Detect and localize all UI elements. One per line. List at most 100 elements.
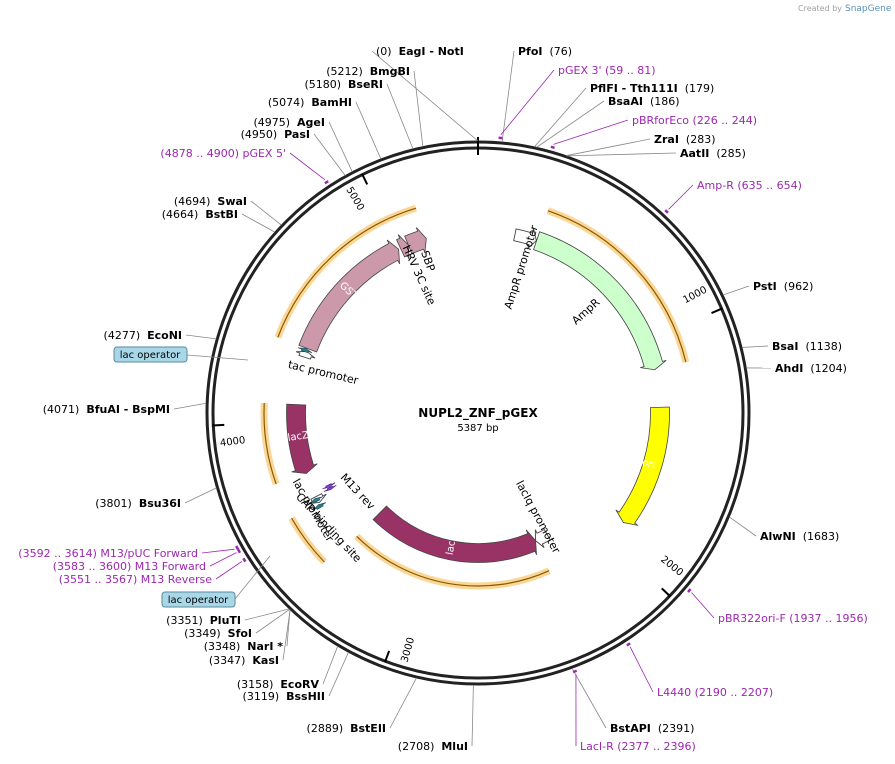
enzyme-leader	[313, 133, 346, 176]
promoter-laciq-promoter[interactable]	[534, 528, 551, 548]
enzyme-gap	[543, 45, 550, 58]
enzyme-bsshii[interactable]: (3119) BssHII	[243, 690, 325, 703]
primer-pgex3[interactable]: pGEX 3' (59 .. 81)	[558, 64, 656, 77]
enzyme-gap	[273, 678, 280, 691]
enzyme-gap	[651, 722, 658, 735]
highlight-arc-line	[547, 210, 687, 363]
enzyme-ecorv[interactable]: (3158) EcoRV	[237, 678, 320, 691]
enzyme-position: (4694)	[174, 195, 211, 208]
operator-block[interactable]	[312, 502, 327, 511]
enzyme-name: PasI	[284, 128, 310, 141]
enzyme-swai[interactable]: (4694) SwaI	[174, 195, 247, 208]
lac-operator-label-bottom: lac operator	[168, 595, 229, 606]
enzyme-leader	[566, 152, 677, 157]
enzyme-gap	[132, 497, 139, 510]
enzyme-kasi[interactable]: (3347) KasI	[209, 654, 279, 667]
operator-block[interactable]	[309, 496, 323, 505]
enzyme-position: (3347)	[209, 654, 246, 667]
enzyme-bsteii[interactable]: (2889) BstEII	[307, 722, 386, 735]
enzyme-gap	[277, 128, 284, 141]
enzyme-bstapi[interactable]: BstAPI (2391)	[610, 722, 694, 735]
operator-leader	[186, 354, 249, 361]
m13-rev-label: M13 rev	[338, 471, 378, 513]
enzyme-gap	[279, 690, 286, 703]
primer-m13-reverse[interactable]: (3551 .. 3567) M13 Reverse	[59, 573, 212, 586]
operator-leader	[234, 555, 271, 600]
enzyme-nari[interactable]: (3348) NarI *	[204, 640, 284, 653]
primer-leader	[629, 646, 654, 693]
enzyme-bfuai[interactable]: (4071) BfuAI - BspMI	[43, 403, 170, 416]
highlight-arc-line	[291, 517, 325, 563]
enzyme-bamhi[interactable]: (5074) BamHI	[268, 96, 352, 109]
feature-gst[interactable]	[298, 239, 400, 353]
tick-mark	[383, 650, 391, 663]
primer-pgex5[interactable]: (4878 .. 4900) pGEX 5'	[160, 147, 286, 160]
enzyme-alwni[interactable]: AlwNI (1683)	[760, 530, 839, 543]
enzyme-gap	[798, 340, 805, 353]
enzyme-psti[interactable]: PstI (962)	[753, 280, 813, 293]
enzyme-ahdi[interactable]: AhdI (1204)	[775, 362, 847, 375]
m13-rev-mark[interactable]	[322, 482, 336, 490]
operator-block[interactable]	[297, 347, 313, 354]
enzyme-position: (1138)	[805, 340, 842, 353]
primer-l4440[interactable]: L4440 (2190 .. 2207)	[657, 686, 773, 699]
enzyme-leader	[328, 652, 349, 697]
primer-ampr-primer[interactable]: Amp-R (635 .. 654)	[697, 179, 802, 192]
tick-label: 3000	[400, 636, 418, 663]
enzyme-bstbi[interactable]: (4664) BstBI	[162, 208, 238, 221]
enzyme-aatii[interactable]: AatII (285)	[680, 147, 746, 160]
enzyme-agei[interactable]: (4975) AgeI	[253, 116, 325, 129]
lac-operator-box-top[interactable]	[113, 346, 188, 363]
primer-pbr322ori[interactable]: pBR322ori-F (1937 .. 1956)	[718, 612, 868, 625]
feature-laci[interactable]	[372, 505, 537, 563]
promoter-ampr-promoter[interactable]	[513, 227, 537, 250]
enzyme-position: (0)	[376, 45, 392, 58]
feature-hrv3c[interactable]	[395, 234, 410, 260]
enzyme-mlui[interactable]: (2708) MluI	[398, 740, 468, 753]
enzyme-pflfi[interactable]: PflFI - Tth111I (179)	[590, 82, 714, 95]
primer-pbrforeco[interactable]: pBRforEco (226 .. 244)	[632, 114, 757, 127]
feature-ampr[interactable]	[533, 231, 667, 371]
enzyme-position: (2391)	[658, 722, 695, 735]
feature-ori[interactable]	[615, 406, 670, 526]
primer-m13-forward[interactable]: (3583 .. 3600) M13 Forward	[53, 560, 206, 573]
feature-label-laci: lacI	[445, 537, 459, 556]
enzyme-bsai[interactable]: BsaI (1138)	[772, 340, 842, 353]
enzyme-bsaai[interactable]: BsaAI (186)	[608, 95, 680, 108]
enzyme-bmgbi[interactable]: (5212) BmgBI	[326, 65, 410, 78]
enzyme-zrai[interactable]: ZraI (283)	[654, 133, 716, 146]
enzyme-name: BseRI	[348, 78, 383, 91]
primer-leader	[668, 184, 694, 210]
feature-laczalpha[interactable]	[286, 403, 318, 474]
enzyme-position: (186)	[650, 95, 680, 108]
enzyme-name: PluTI	[210, 614, 241, 627]
enzyme-bseri[interactable]: (5180) BseRI	[304, 78, 383, 91]
enzyme-eagi-noti[interactable]: (0) EagI - NotI	[376, 45, 464, 58]
enzyme-sfoi[interactable]: (3349) SfoI	[184, 627, 252, 640]
primer-laci-r[interactable]: LacI-R (2377 .. 2396)	[580, 740, 696, 753]
enzyme-name: KasI	[252, 654, 279, 667]
tick-mark	[661, 587, 672, 598]
enzyme-bsu36i[interactable]: (3801) Bsu36I	[95, 497, 181, 510]
enzyme-name: BsaI	[772, 340, 798, 353]
primer-mark	[664, 209, 669, 214]
enzyme-position: (2889)	[307, 722, 344, 735]
enzyme-pasi[interactable]: (4950) PasI	[241, 128, 310, 141]
snapgene-logo[interactable]: SnapGene	[845, 4, 892, 14]
enzyme-gap	[203, 614, 210, 627]
enzyme-position: (5180)	[304, 78, 341, 91]
enzyme-pfoi[interactable]: PfoI (76)	[518, 45, 572, 58]
enzyme-pluti[interactable]: (3351) PluTI	[166, 614, 241, 627]
enzyme-name: AhdI	[775, 362, 803, 375]
enzyme-name: BssHII	[286, 690, 325, 703]
enzyme-gap	[777, 280, 784, 293]
primer-m13-puc[interactable]: (3592 .. 3614) M13/pUC Forward	[18, 547, 198, 560]
feature-sbp[interactable]	[404, 227, 427, 255]
promoter-tac-promoter[interactable]	[295, 351, 316, 360]
enzyme-econi[interactable]: (4277) EcoNI	[104, 329, 182, 342]
enzyme-name: EcoRV	[280, 678, 319, 691]
m13-rev-mark[interactable]	[323, 484, 337, 492]
map-title: NUPL2_ZNF_pGEX	[418, 406, 538, 421]
lac-operator-box-bottom[interactable]	[161, 591, 236, 608]
